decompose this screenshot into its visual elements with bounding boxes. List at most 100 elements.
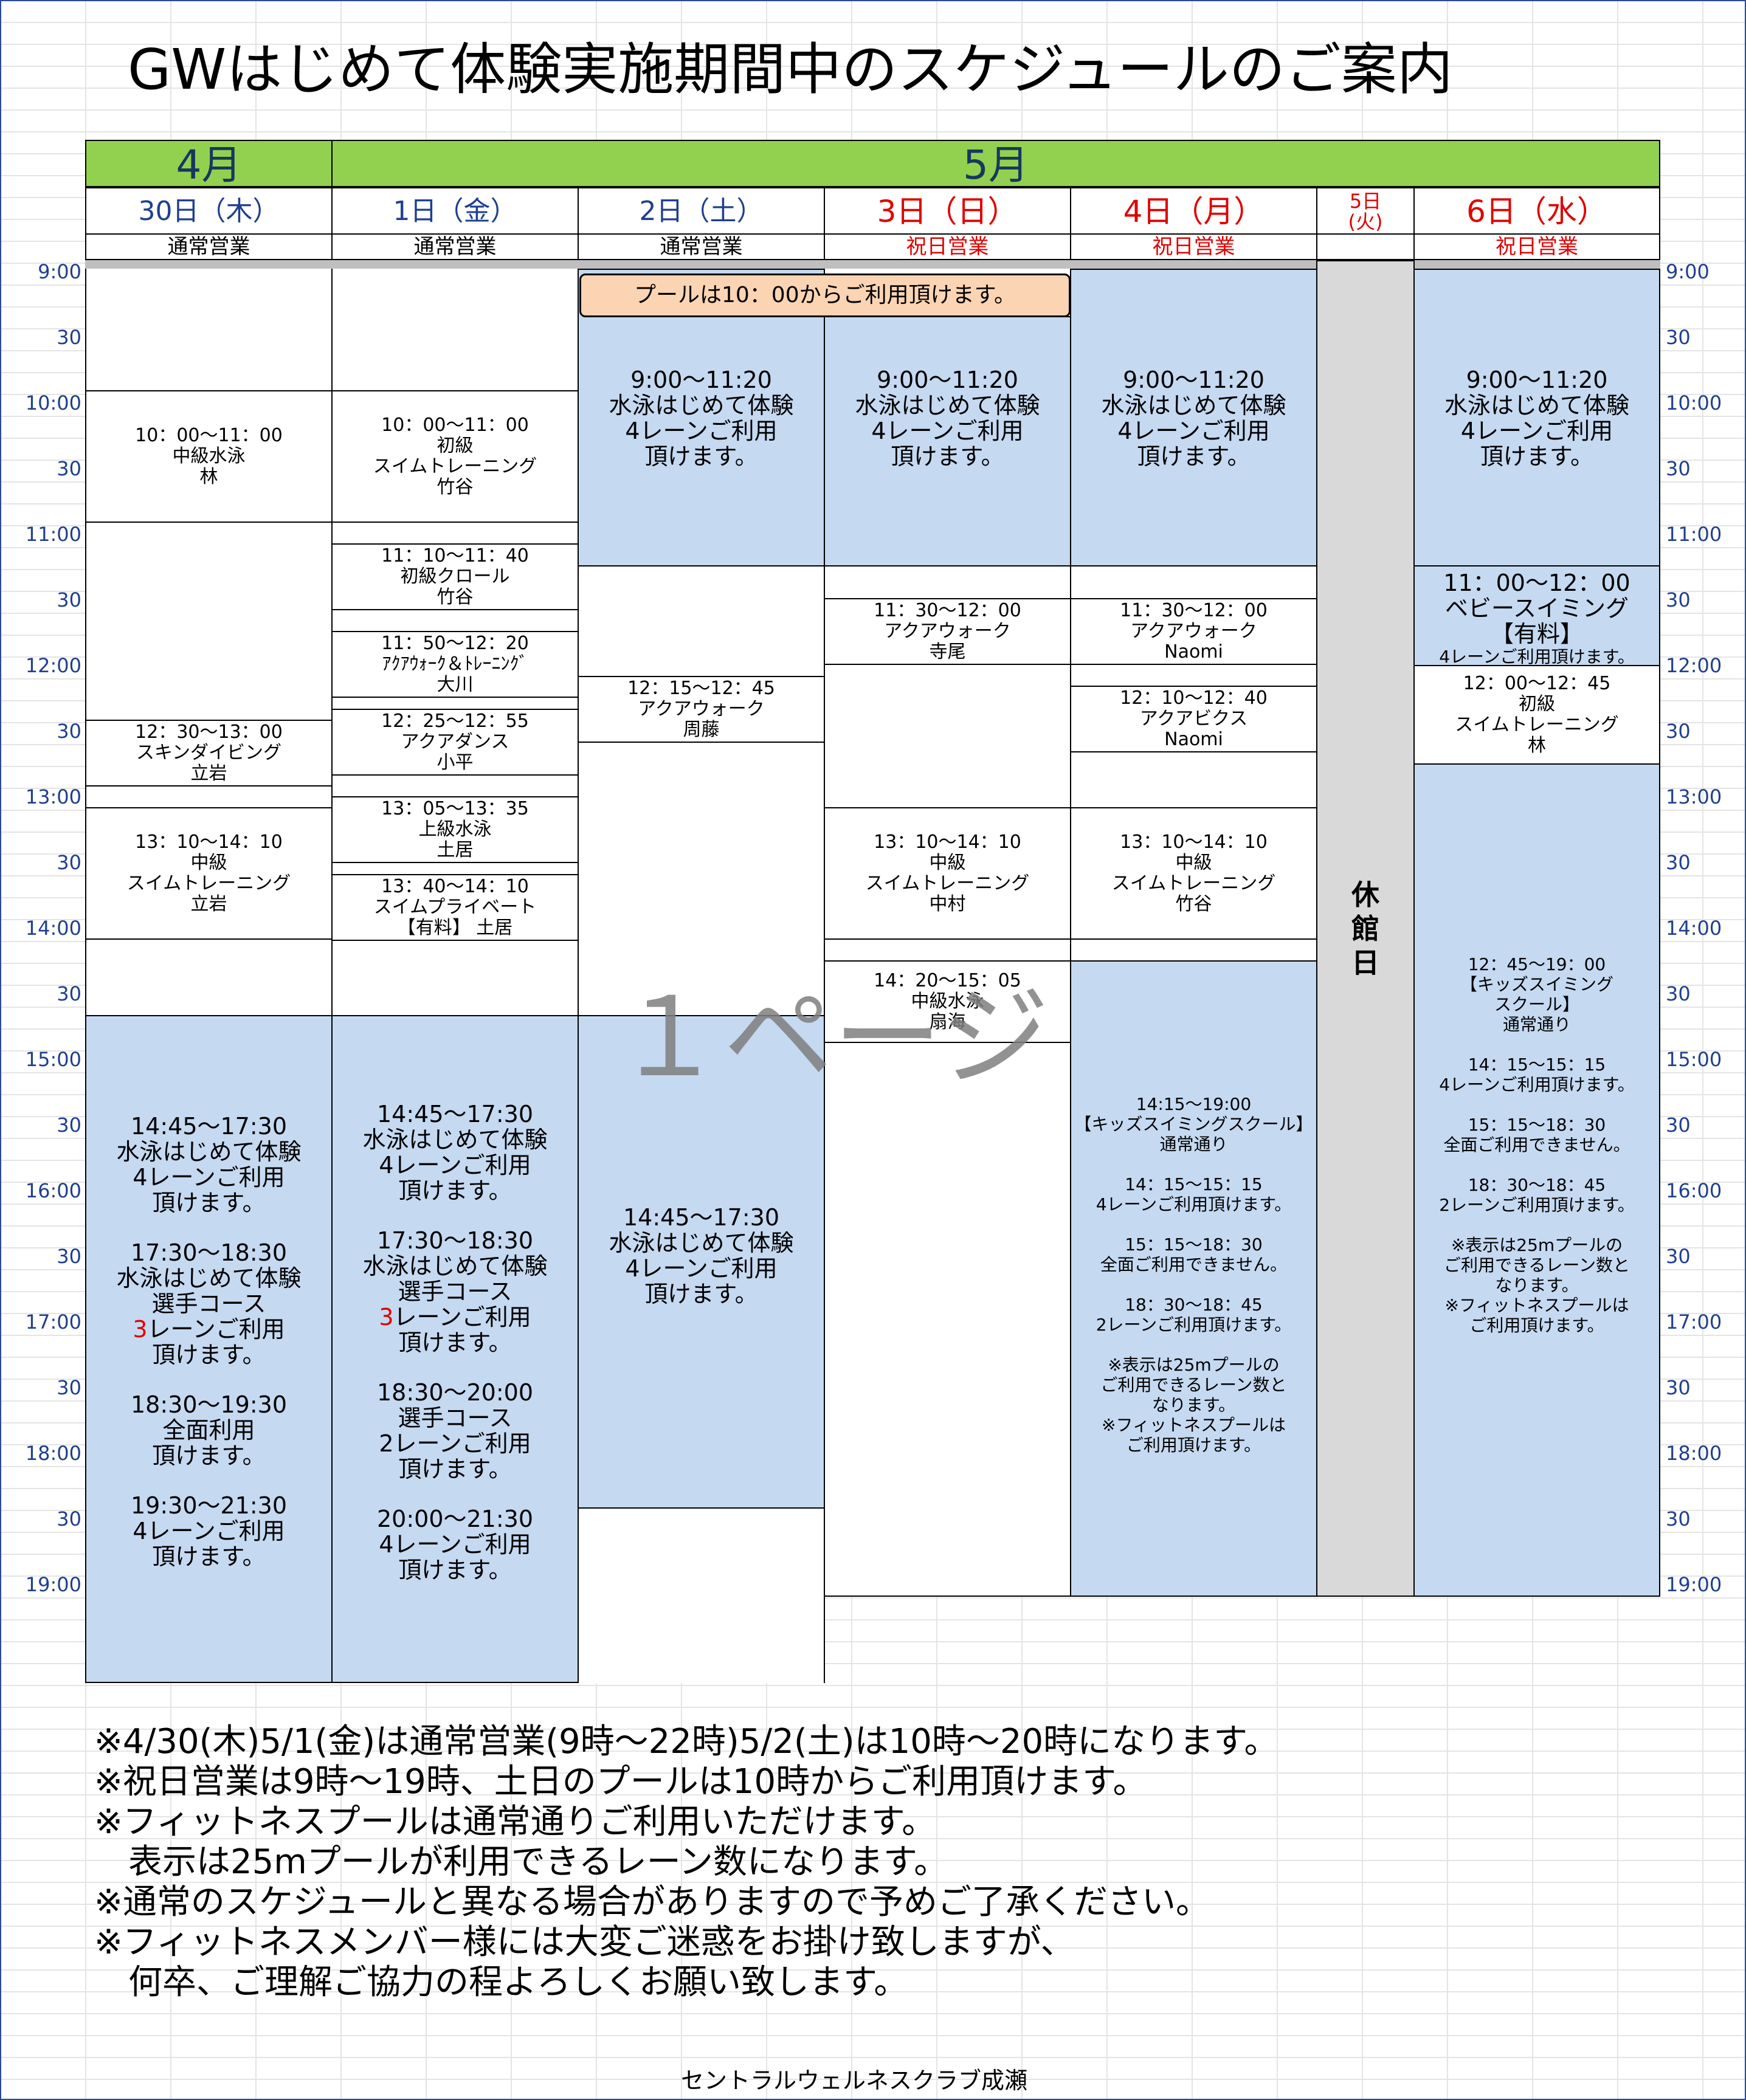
note-1: ※4/30(木)5/1(金)は通常営業(9時～22時)5/2(土)は10時～20… (94, 1722, 1278, 1761)
empty-slot (331, 774, 579, 797)
empty-slot (85, 785, 333, 808)
day-header-0506: 6日（水） (1413, 187, 1660, 235)
event-0503-1130: 11：30～12：00 アクアウォーク 寺尾 (824, 598, 1071, 665)
time-label-left: 19:00 (25, 1573, 81, 1596)
time-label-left: 16:00 (25, 1179, 81, 1202)
time-label-left: 30 (57, 1507, 81, 1530)
time-label-left: 9:00 (38, 260, 81, 283)
block-text: 14:45～17:30 水泳はじめて体験 4レーンご利用 頂けます。 (609, 1204, 794, 1307)
lane-count: 3 (133, 1316, 148, 1343)
time-label-right: 30 (1666, 1507, 1691, 1530)
lane-count: 3 (379, 1304, 394, 1331)
time-label-left: 17:00 (25, 1310, 81, 1334)
event-0504-1210: 12：10～12：40 アクアビクス Naomi (1070, 686, 1317, 752)
empty-slot (331, 940, 579, 1016)
day-header-0502: 2日（土） (578, 187, 825, 235)
kids-block-0506: 12：45～19：00 【キッズスイミング スクール】 通常通り 14：15～1… (1413, 763, 1660, 1597)
time-label-right: 11:00 (1666, 523, 1722, 546)
event-0504-1310: 13：10～14：10 中級 スイムトレーニング 竹谷 (1070, 807, 1317, 940)
time-label-right: 30 (1666, 982, 1691, 1005)
block-text: 11：00～12：00 ベビースイミング 【有料】 (1443, 570, 1630, 647)
note-3: ※フィットネスプールは通常通りご利用いただけます。 (94, 1802, 936, 1842)
empty-slot (1070, 751, 1317, 808)
event-0501-1340: 13：40～14：10 スイムプライベート 【有料】 土居 (331, 874, 579, 941)
empty-slot (824, 664, 1071, 808)
block-text: 9:00～11:20 水泳はじめて体験 4レーンご利用 頂けます。 (1101, 367, 1286, 470)
page-watermark: １ページ (614, 974, 1050, 1101)
time-label-left: 30 (57, 1245, 81, 1268)
empty-slot (824, 565, 1071, 599)
note-5: ※通常のスケジュールと異なる場合がありますので予めご了承ください。 (94, 1882, 1210, 1922)
time-label-left: 30 (57, 1114, 81, 1137)
time-label-right: 10:00 (1666, 391, 1722, 415)
time-label-left: 30 (57, 720, 81, 743)
empty-slot (331, 697, 579, 710)
time-label-left: 30 (57, 1376, 81, 1399)
block-text: 17:30～18:30 水泳はじめて体験 選手コース (116, 1239, 302, 1317)
header-divider (85, 260, 1660, 269)
time-label-right: 30 (1666, 720, 1691, 743)
status-0504: 祝日営業 (1070, 233, 1317, 260)
time-label-left: 30 (57, 457, 81, 480)
time-label-right: 17:00 (1666, 1310, 1722, 1334)
block-text: 20:00～21:30 4レーンご利用 頂けます。 (376, 1506, 534, 1583)
trial-block-0504: 9:00～11:20 水泳はじめて体験 4レーンご利用 頂けます。 (1070, 269, 1317, 566)
empty-slot (1070, 664, 1317, 687)
block-text: 19:30～21:30 4レーンご利用 頂けます。 (130, 1492, 288, 1570)
trial-block-0503: 9:00～11:20 水泳はじめて体験 4レーンご利用 頂けます。 (824, 316, 1071, 566)
time-label-right: 30 (1666, 457, 1691, 480)
block-text: 9:00～11:20 水泳はじめて体験 4レーンご利用 頂けます。 (1444, 367, 1629, 470)
block-text: 18:30～20:00 選手コース 2レーンご利用 頂けます。 (376, 1379, 534, 1482)
time-label-right: 15:00 (1666, 1048, 1722, 1071)
block-text: 14:15～19:00 【キッズスイミングスクール】 通常通り 14：15～15… (1074, 1094, 1313, 1455)
kids-block-0504: 14:15～19:00 【キッズスイミングスクール】 通常通り 14：15～15… (1070, 960, 1317, 1597)
month-may: 5月 (331, 140, 1660, 188)
day-header-0504: 4日（月） (1070, 187, 1317, 235)
block-text: 17:30～18:30 水泳はじめて体験 選手コース (362, 1227, 548, 1305)
event-0503-1420: 14：20～15：05 中級水泳 扇海 (824, 960, 1071, 1043)
day-header-0430: 30日（木） (85, 187, 333, 235)
time-label-left: 11:00 (25, 523, 81, 546)
baby-swim-block-0506: 11：00～12：00 ベビースイミング 【有料】 4レーンご利用頂けます。 (1413, 565, 1660, 667)
time-label-left: 13:00 (25, 785, 81, 808)
time-label-right: 9:00 (1666, 260, 1710, 283)
block-text: 9:00～11:20 水泳はじめて体験 4レーンご利用 頂けます。 (609, 367, 794, 470)
event-0501-1225: 12：25～12：55 アクアダンス 小平 (331, 709, 579, 776)
block-text: 14:45～17:30 水泳はじめて体験 4レーンご利用 頂けます。 (362, 1101, 548, 1204)
block-text: レーンご利用 頂けます。 (393, 1304, 531, 1356)
status-0502: 通常営業 (578, 233, 825, 260)
event-0503-1310: 13：10～14：10 中級 スイムトレーニング 中村 (824, 807, 1071, 940)
trial-block-0501: 14:45～17:30 水泳はじめて体験 4レーンご利用 頂けます。 17:30… (331, 1015, 579, 1683)
time-label-right: 30 (1666, 1114, 1691, 1137)
note-6: ※フィットネスメンバー様には大変ご迷惑をお掛け致しますが、 (94, 1923, 1075, 1962)
event-0430-1310: 13：10～14：10 中級 スイムトレーニング 立岩 (85, 807, 333, 940)
day-header-0501: 1日（金） (331, 187, 579, 235)
event-0501-1110: 11：10～11：40 初級クロール 竹谷 (331, 543, 579, 610)
time-label-left: 15:00 (25, 1048, 81, 1071)
pool-hours-notice: プールは10：00からご利用頂けます。 (579, 274, 1071, 317)
trial-block-0506: 9:00～11:20 水泳はじめて体験 4レーンご利用 頂けます。 (1413, 269, 1660, 566)
time-label-left: 30 (57, 982, 81, 1005)
time-label-left: 10:00 (25, 391, 81, 415)
time-label-right: 19:00 (1666, 1573, 1722, 1596)
block-text: 4レーンご利用頂けます。 (1439, 647, 1635, 667)
empty-slot (331, 862, 579, 875)
time-label-right: 30 (1666, 326, 1691, 349)
trial-block-0502-pm: 14:45～17:30 水泳はじめて体験 4レーンご利用 頂けます。 (578, 1015, 825, 1509)
event-0501-1000: 10：00～11：00 初級 スイムトレーニング 竹谷 (331, 390, 579, 523)
event-0430-1000: 10：00～11：00 中級水泳 林 (85, 390, 333, 523)
empty-slot (331, 609, 579, 632)
block-text: 12：45～19：00 【キッズスイミング スクール】 通常通り 14：15～1… (1439, 954, 1635, 1335)
event-0502-1215: 12：15～12：45 アクアウォーク 周藤 (578, 676, 825, 743)
empty-slot (1070, 938, 1317, 962)
empty-slot (578, 565, 825, 677)
block-text: 9:00～11:20 水泳はじめて体験 4レーンご利用 頂けます。 (855, 367, 1040, 470)
time-label-left: 30 (57, 326, 81, 349)
status-0506: 祝日営業 (1413, 233, 1660, 260)
time-label-left: 30 (57, 851, 81, 874)
note-4: 表示は25mプールが利用できるレーン数になります。 (94, 1842, 948, 1882)
page-title: GWはじめて体験実施期間中のスケジュールのご案内 (128, 37, 1453, 102)
status-0430: 通常営業 (85, 233, 333, 260)
block-text: レーンご利用 頂けます。 (147, 1316, 285, 1368)
